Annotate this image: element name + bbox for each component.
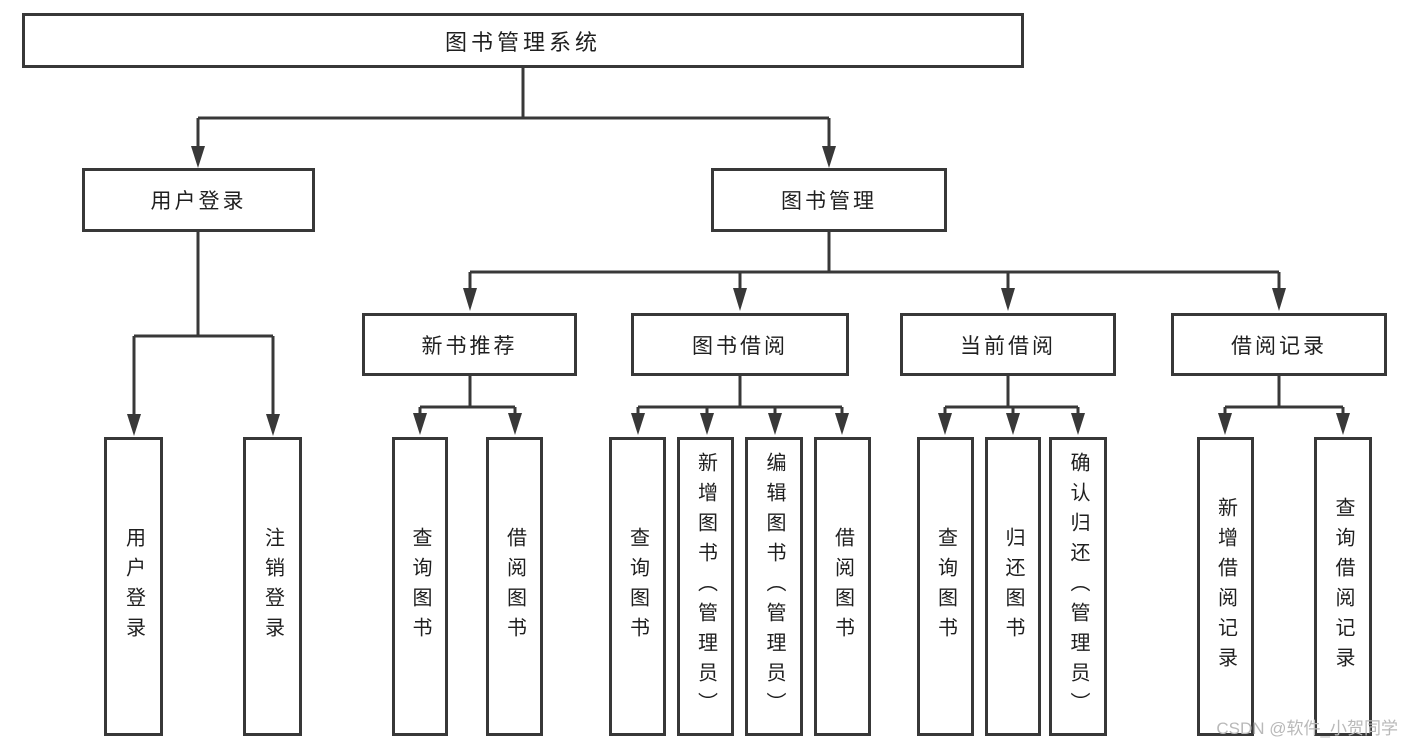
connector-user-login-to-leaves — [127, 232, 280, 436]
leaf-nb-query-books: 查询图书 — [392, 437, 448, 736]
connector-root-to-level2 — [191, 68, 836, 168]
node-library-system: 图书管理系统 — [22, 13, 1024, 68]
leaf-bb-borrow-books: 借阅图书 — [814, 437, 871, 736]
connector-book-mgmt-to-level3 — [463, 232, 1286, 311]
leaf-nb-borrow-books: 借阅图书 — [486, 437, 543, 736]
node-book-borrowing: 图书借阅 — [631, 313, 849, 376]
leaf-cb-query-books: 查询图书 — [917, 437, 974, 736]
leaf-cb-return-books: 归还图书 — [985, 437, 1041, 736]
leaf-bb-add-books-admin: 新增图书（管理员） — [677, 437, 734, 736]
leaf-cb-confirm-return-admin: 确认归还（管理员） — [1049, 437, 1107, 736]
connector-current-borrow-to-leaves — [938, 375, 1085, 435]
csdn-watermark: CSDN @软件_小贺同学 — [1216, 719, 1398, 738]
connector-new-books-to-leaves — [413, 375, 522, 435]
leaf-user-login: 用户登录 — [104, 437, 163, 736]
node-user-login: 用户登录 — [82, 168, 315, 232]
node-new-book-recommend: 新书推荐 — [362, 313, 577, 376]
leaf-rec-query-record: 查询借阅记录 — [1314, 437, 1372, 736]
leaf-rec-add-record: 新增借阅记录 — [1197, 437, 1254, 736]
node-borrowing-records: 借阅记录 — [1171, 313, 1387, 376]
leaf-bb-query-books: 查询图书 — [609, 437, 666, 736]
node-book-management: 图书管理 — [711, 168, 947, 232]
connector-borrow-records-to-leaves — [1218, 375, 1350, 435]
node-current-borrowing: 当前借阅 — [900, 313, 1116, 376]
leaf-bb-edit-books-admin: 编辑图书（管理员） — [745, 437, 803, 736]
leaf-logout: 注销登录 — [243, 437, 302, 736]
connector-book-borrow-to-leaves — [631, 375, 849, 435]
